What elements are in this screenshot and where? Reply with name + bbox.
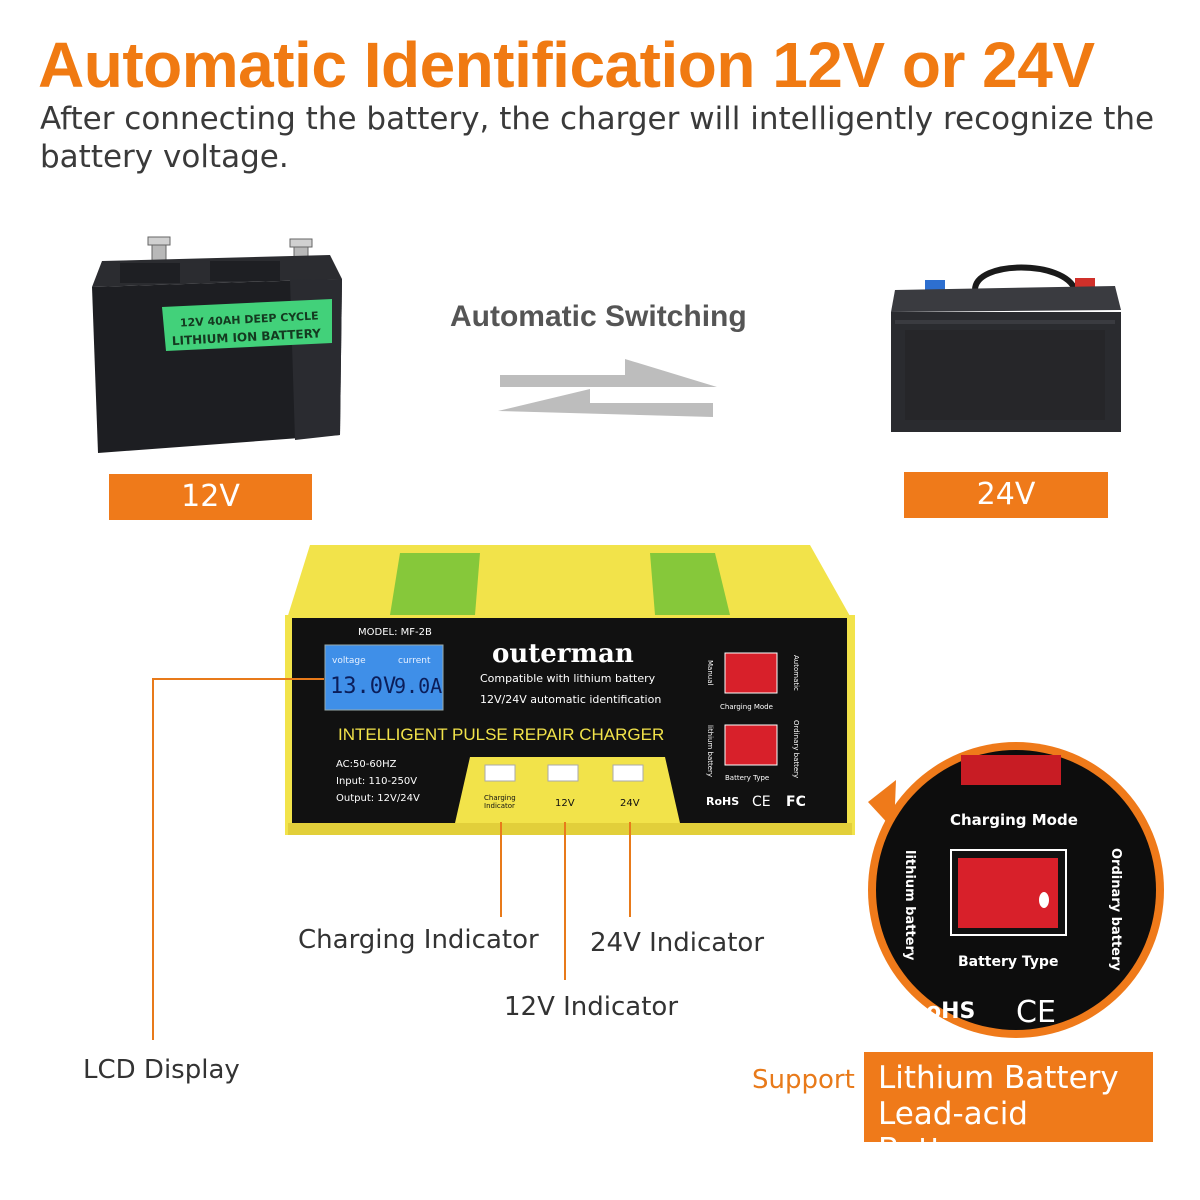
voltage-tag-24v: 24V xyxy=(904,472,1108,518)
lcd-voltage-value: 13.0V xyxy=(330,674,396,699)
headline: Automatic Identification 12V or 24V xyxy=(38,29,1095,101)
lcd-label-current: current xyxy=(398,656,431,666)
support-box: Lithium Battery Lead-acid Battery xyxy=(864,1052,1153,1168)
automatic-switching-label: Automatic Switching xyxy=(450,300,747,333)
zoom-rohs: oHS xyxy=(926,999,975,1024)
indicator-24v-label: 24V xyxy=(620,798,640,809)
callout-12v-indicator: 12V Indicator xyxy=(504,992,679,1022)
lithium-battery-image: 12V 40AH DEEP CYCLE LITHIUM ION BATTERY xyxy=(92,236,342,453)
feature-1: Compatible with lithium battery xyxy=(480,672,656,685)
callout-line-lcd-v xyxy=(152,678,154,1040)
indicator-12v-label: 12V xyxy=(555,798,575,809)
zoom-charging-mode: Charging Mode xyxy=(950,811,1078,829)
switch-manual-label: Manual xyxy=(706,660,714,685)
switch-battery-type-label: Battery Type xyxy=(725,774,769,782)
cert-ce: CE xyxy=(752,794,771,810)
switch-charging-mode-label: Charging Mode xyxy=(720,703,773,711)
switch-lithium-label: lithium battery xyxy=(706,725,714,777)
indicator-charging-label-2: Indicator xyxy=(484,802,515,810)
cert-fc: FC xyxy=(786,794,806,810)
support-line-2: Lead-acid Battery xyxy=(878,1096,1028,1168)
zoom-ordinary: Ordinary battery xyxy=(1108,848,1123,971)
callout-line-24v xyxy=(629,822,631,917)
support-label: Support xyxy=(752,1065,855,1095)
callout-24v-indicator: 24V Indicator xyxy=(590,928,765,958)
spec-ac: AC:50-60HZ xyxy=(336,759,397,770)
switch-zoom-detail: Charging Mode Battery Type lithium batte… xyxy=(868,742,1164,1038)
switch-ordinary-label: Ordinary battery xyxy=(792,720,800,778)
charger-image: voltage current 13.0V 9.0A MODEL: MF-2B … xyxy=(285,545,855,835)
model-label: MODEL: MF-2B xyxy=(358,627,432,638)
cert-rohs: RoHS xyxy=(706,795,739,808)
lead-acid-battery-image xyxy=(891,264,1121,432)
lcd-current-value: 9.0A xyxy=(394,674,442,698)
callout-line-12v xyxy=(564,822,566,980)
subheadline: After connecting the battery, the charge… xyxy=(40,101,1155,175)
lcd-label-voltage: voltage xyxy=(332,656,366,666)
indicator-charging-label-1: Charging xyxy=(484,794,516,802)
callout-line-charging xyxy=(500,822,502,917)
switch-arrows-icon xyxy=(498,359,717,417)
spec-output: Output: 12V/24V xyxy=(336,793,420,804)
callout-lcd-display: LCD Display xyxy=(83,1055,240,1085)
callout-line-lcd-h xyxy=(152,678,324,680)
brand-logo: outerman xyxy=(492,639,634,669)
voltage-tag-12v: 12V xyxy=(109,474,312,520)
charger-title: INTELLIGENT PULSE REPAIR CHARGER xyxy=(338,725,664,744)
zoom-ce: CE xyxy=(1016,995,1056,1030)
callout-charging-indicator: Charging Indicator xyxy=(298,925,539,955)
spec-input: Input: 110-250V xyxy=(336,776,417,787)
feature-2: 12V/24V automatic identification xyxy=(480,693,661,706)
zoom-battery-type: Battery Type xyxy=(958,954,1058,970)
support-line-1: Lithium Battery xyxy=(878,1060,1119,1096)
switch-automatic-label: Automatic xyxy=(792,655,800,691)
zoom-lithium: lithium battery xyxy=(902,850,917,961)
